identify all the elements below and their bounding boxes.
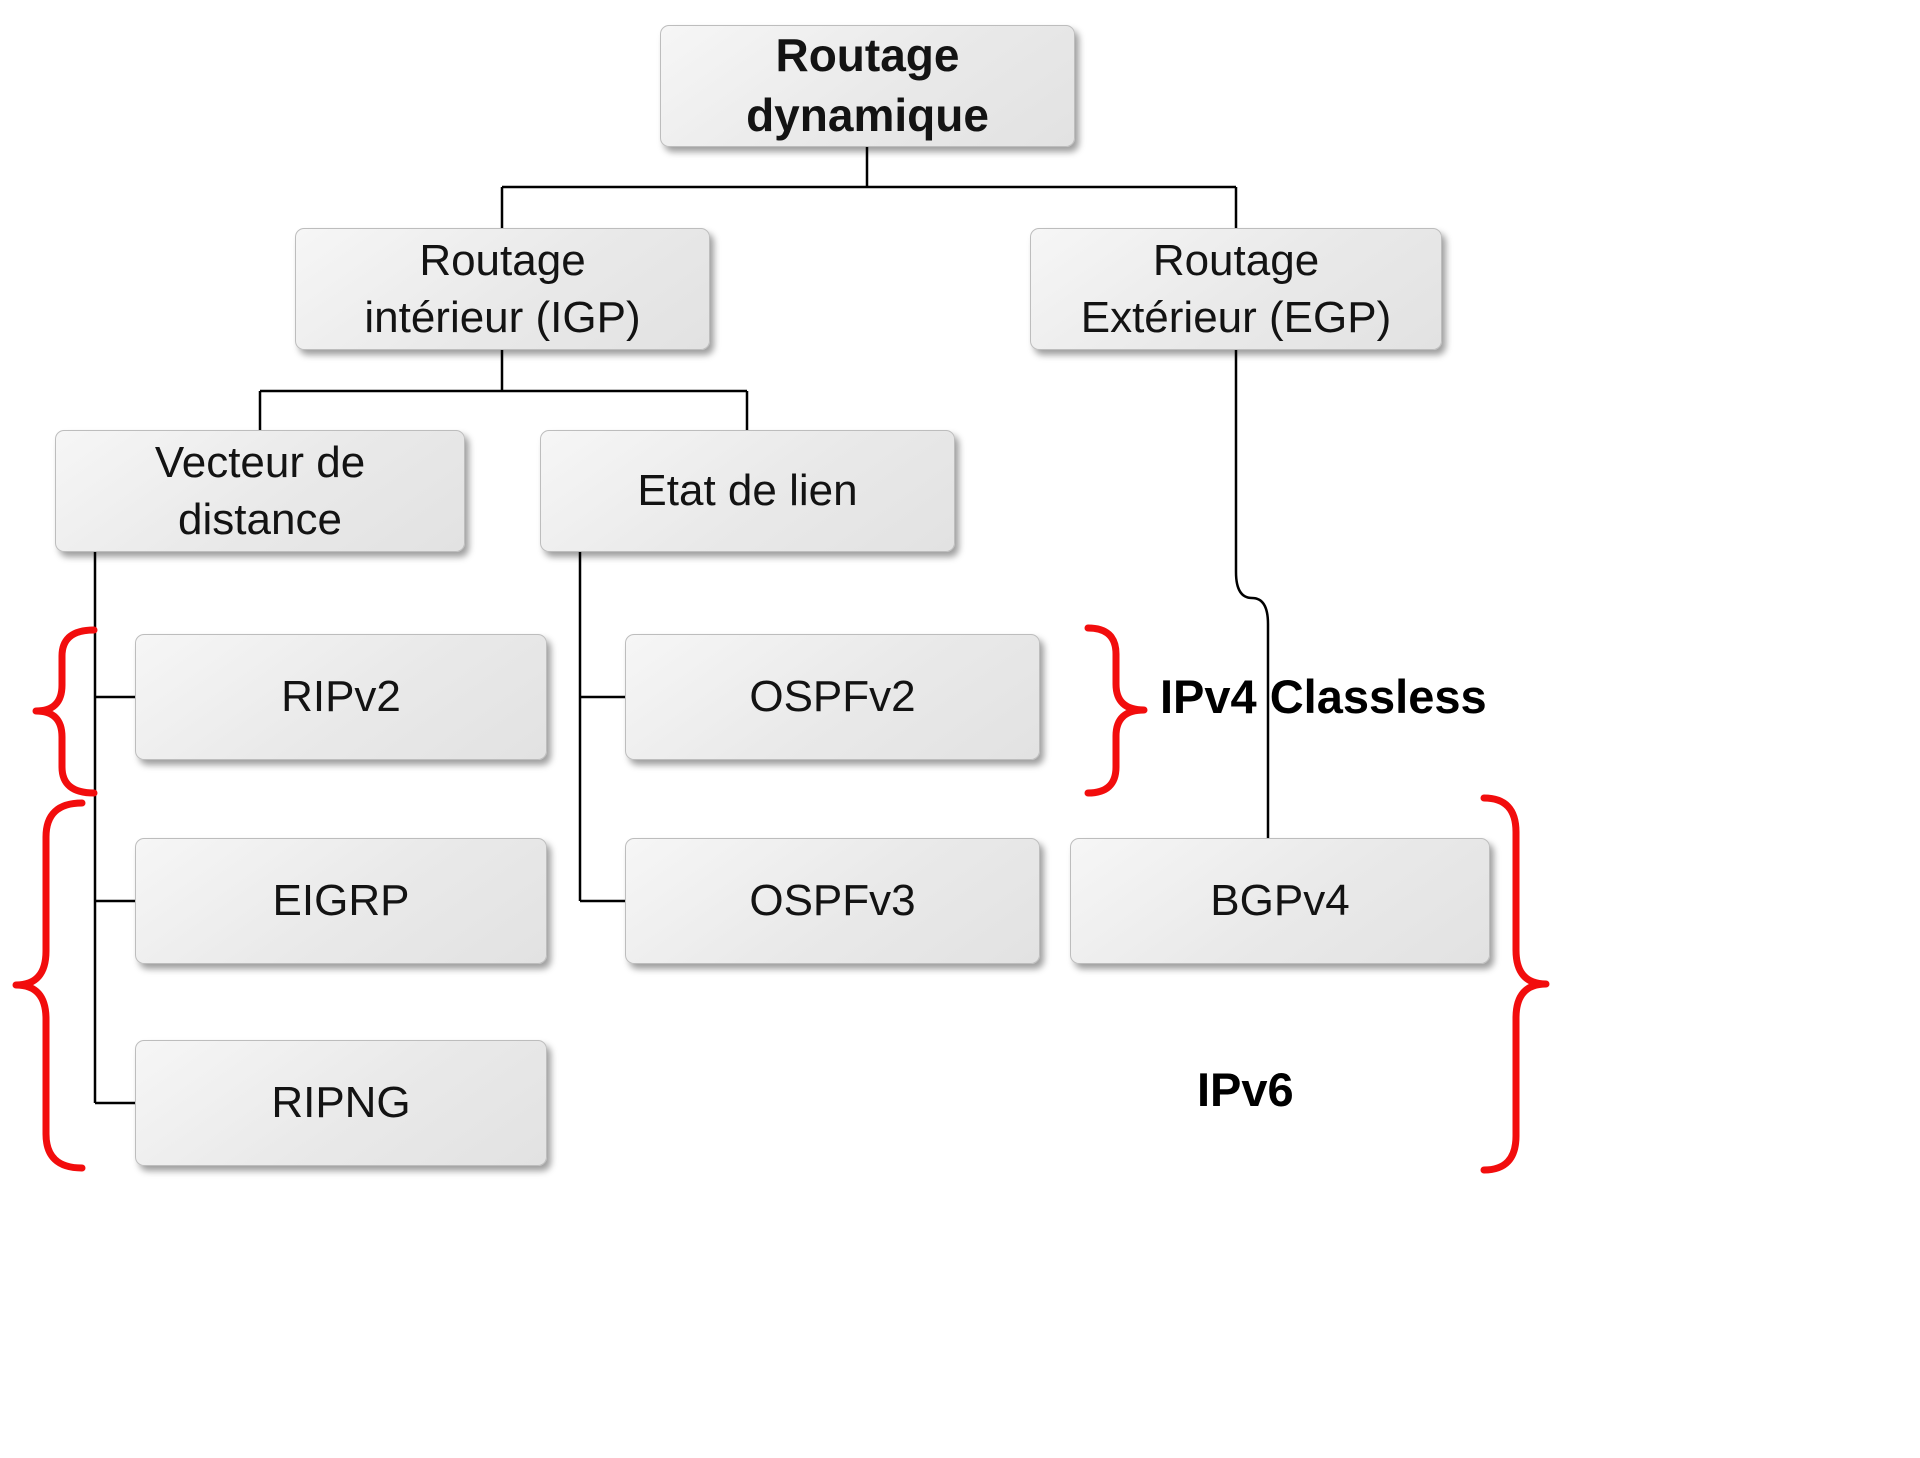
- node-ripv2-label: RIPv2: [281, 672, 401, 722]
- node-routage-exterieur-egp-label: Routage Extérieur (EGP): [1080, 235, 1392, 342]
- node-ripng-label: RIPNG: [271, 1078, 411, 1128]
- node-routage-exterieur-egp: Routage Extérieur (EGP): [1030, 228, 1442, 350]
- node-ospfv2-label: OSPFv2: [749, 672, 916, 722]
- node-routage-dynamique-label: Routage dynamique: [746, 29, 989, 141]
- node-routage-interieur-igp: Routage intérieur (IGP): [295, 228, 710, 350]
- node-etat-de-lien: Etat de lien: [540, 430, 955, 552]
- node-routage-dynamique: Routage dynamique: [660, 25, 1075, 147]
- node-ospfv3: OSPFv3: [625, 838, 1040, 964]
- connector-igp-to-children: [258, 350, 749, 430]
- node-etat-de-lien-label: Etat de lien: [637, 466, 858, 516]
- connector-egp-to-bgpv4: [1234, 350, 1270, 838]
- node-vecteur-de-distance: Vecteur de distance: [55, 430, 465, 552]
- label-ipv4-classless: IPv4 Classless: [1160, 670, 1487, 723]
- node-eigrp-label: EIGRP: [272, 876, 410, 926]
- node-ospfv3-label: OSPFv3: [749, 876, 916, 926]
- node-routage-interieur-igp-label: Routage intérieur (IGP): [364, 235, 641, 342]
- connector-root-to-igp-egp: [500, 147, 1238, 229]
- node-vecteur-de-distance-label: Vecteur de distance: [154, 437, 366, 544]
- label-ipv6: IPv6: [1197, 1063, 1294, 1116]
- brace-right-ipv6: [1480, 794, 1550, 1174]
- connector-distance-vector-trunk: [93, 552, 135, 1105]
- node-bgpv4-label: BGPv4: [1210, 876, 1350, 926]
- brace-left-ipv4: [32, 626, 98, 797]
- node-eigrp: EIGRP: [135, 838, 547, 964]
- node-ripng: RIPNG: [135, 1040, 547, 1166]
- node-bgpv4: BGPv4: [1070, 838, 1490, 964]
- brace-right-ipv4: [1084, 624, 1148, 797]
- connector-link-state-trunk: [578, 552, 625, 903]
- node-ospfv2: OSPFv2: [625, 634, 1040, 760]
- node-ripv2: RIPv2: [135, 634, 547, 760]
- brace-left-ipv6: [12, 799, 86, 1172]
